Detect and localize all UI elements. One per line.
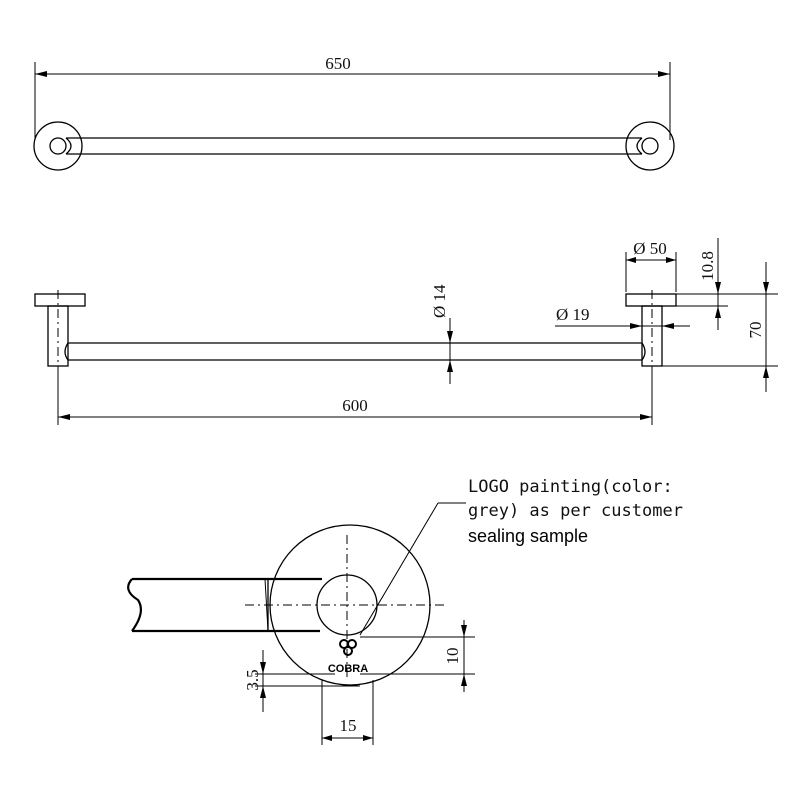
detail-view: LOGO painting(color: grey) as per custom… <box>127 477 683 745</box>
front-view: 600 Ø 14 Ø 50 Ø 19 10.8 70 <box>34 238 778 425</box>
logo-note-line1: LOGO painting(color: <box>468 477 673 497</box>
dim-height: 70 <box>746 322 765 339</box>
dim-post-diameter: Ø 19 <box>556 305 590 324</box>
dim-logo-height: 10 <box>443 648 462 665</box>
dim-flange-diameter: Ø 50 <box>633 239 667 258</box>
top-view: 650 <box>33 54 675 171</box>
right-flange-front <box>625 293 677 307</box>
logo-text: COBRA <box>328 663 368 675</box>
dim-logo-offset: 3.5 <box>243 669 262 690</box>
dim-650: 650 <box>325 54 351 73</box>
logo-note-line3: sealing sample <box>468 526 588 546</box>
cobra-logo: COBRA <box>328 639 368 675</box>
left-flange-top <box>33 121 83 171</box>
dim-600: 600 <box>342 396 368 415</box>
dim-flange-thickness: 10.8 <box>698 251 717 281</box>
rod-detail <box>127 577 322 633</box>
logo-note-line2: grey) as per customer <box>468 501 683 521</box>
rod-front <box>64 342 646 361</box>
dim-logo-width: 15 <box>340 716 357 735</box>
left-flange-front <box>34 293 86 307</box>
right-flange-top <box>625 121 675 171</box>
rod-top <box>65 137 643 155</box>
dim-rod-diameter: Ø 14 <box>430 284 449 318</box>
